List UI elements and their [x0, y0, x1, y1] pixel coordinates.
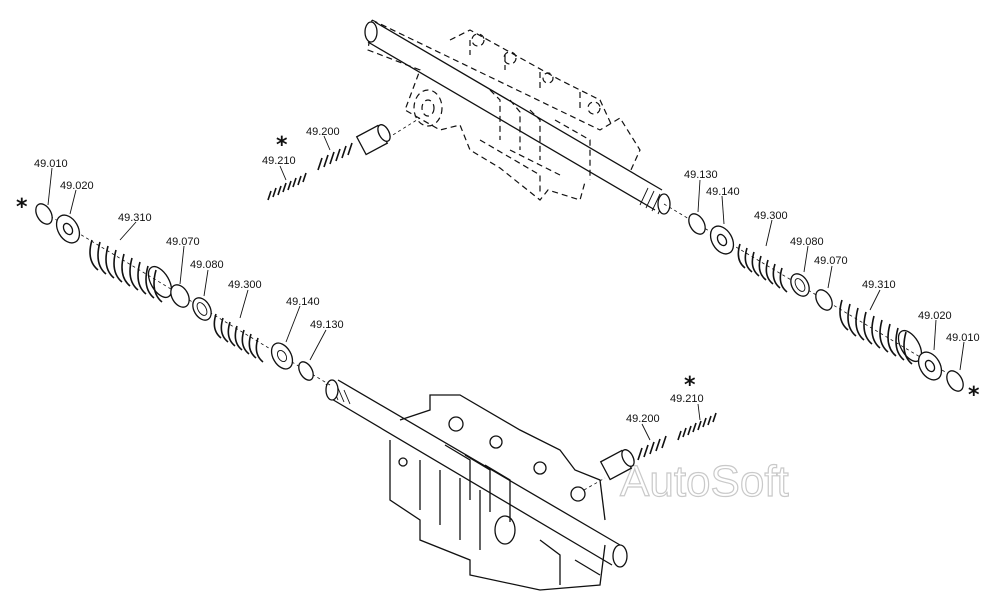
- label-49130-left: 49.130: [310, 319, 344, 331]
- label-49210-lower: 49.210: [670, 393, 704, 405]
- large-spring-left: [89, 239, 173, 303]
- label-49300-left: 49.300: [228, 279, 262, 291]
- label-49140-right: 49.140: [706, 186, 740, 198]
- label-49020-left: 49.020: [60, 180, 94, 192]
- right-spring-stack: [663, 203, 964, 392]
- upper-valve-assembly: [267, 117, 421, 201]
- label-49070-left: 49.070: [166, 236, 200, 248]
- large-spring-right: [839, 299, 923, 365]
- leader-lines: [47, 135, 965, 441]
- label-49310-left: 49.310: [118, 212, 152, 224]
- label-49200-upper: 49.200: [306, 126, 340, 138]
- lower-housing: [325, 379, 628, 591]
- label-49310-right: 49.310: [862, 279, 896, 291]
- asterisk-markers: * * * *: [16, 133, 980, 408]
- asterisk-upper: *: [276, 133, 288, 158]
- label-49210-upper: 49.210: [262, 155, 296, 167]
- asterisk-lower: *: [684, 373, 696, 398]
- left-spring-stack: [35, 203, 331, 386]
- medium-spring-right: [737, 243, 788, 293]
- label-49070-right: 49.070: [814, 255, 848, 267]
- label-49200-lower: 49.200: [626, 413, 660, 425]
- upper-housing: [364, 19, 671, 215]
- label-49130-right: 49.130: [684, 169, 718, 181]
- label-49010-left: 49.010: [34, 158, 68, 170]
- watermark: AutoSoft: [620, 457, 789, 506]
- label-49010-right: 49.010: [946, 332, 980, 344]
- label-49080-right: 49.080: [790, 236, 824, 248]
- asterisk-left: *: [16, 195, 28, 220]
- asterisk-right: *: [968, 383, 980, 408]
- label-49140-left: 49.140: [286, 296, 320, 308]
- lower-valve-assembly: [583, 412, 717, 491]
- label-49300-right: 49.300: [754, 210, 788, 222]
- label-49080-left: 49.080: [190, 259, 224, 271]
- part-labels: 49.010 49.020 49.310 49.070 49.080 49.30…: [34, 126, 980, 425]
- medium-spring-left: [213, 313, 264, 363]
- label-49020-right: 49.020: [918, 310, 952, 322]
